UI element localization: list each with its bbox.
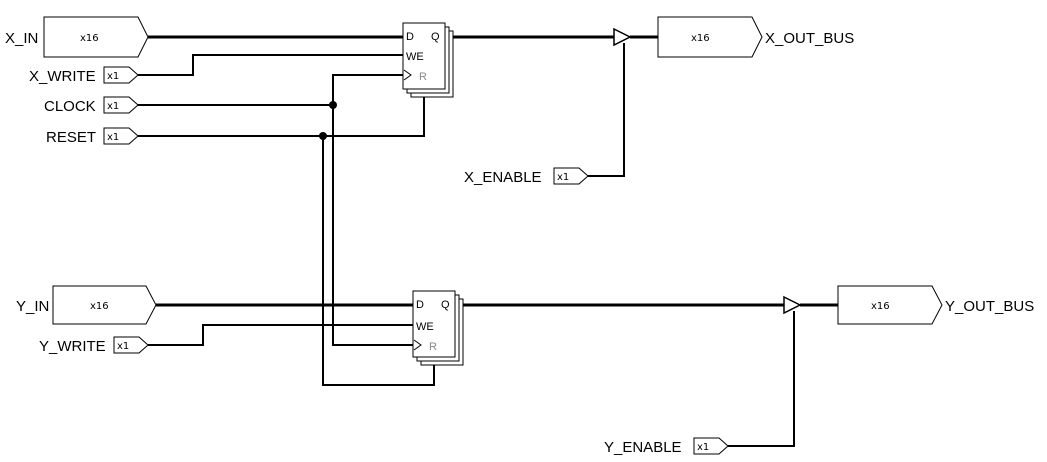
y-out-bus-port-shape [837, 285, 943, 325]
y-write-pin[interactable]: Y_WRITE x1 [39, 336, 149, 355]
y-write-label: Y_WRITE [39, 338, 106, 355]
x-register-body [402, 22, 446, 90]
y-register-we-pin: WE [416, 321, 434, 333]
y-enable-port-shape [693, 437, 729, 455]
y-out-bus-width: x16 [871, 301, 890, 312]
clock-label: CLOCK [44, 98, 96, 115]
x-out-bus-pin[interactable]: x16 X_OUT_BUS [657, 16, 854, 58]
clock-pin[interactable]: CLOCK x1 [44, 96, 139, 115]
y-out-bus-label: Y_OUT_BUS [945, 298, 1034, 315]
y-enable-wire [728, 311, 795, 447]
x-out-bus-width: x16 [691, 33, 710, 44]
clock-wire-x [138, 74, 403, 106]
x-in-pin[interactable]: X_IN x16 [5, 16, 149, 58]
y-in-label: Y_IN [16, 298, 49, 315]
wires [138, 35, 838, 447]
x-register-d-pin: D [406, 31, 414, 43]
x-register-clock-triangle [403, 69, 412, 81]
y-register-clock-triangle [413, 339, 422, 351]
y-register-q-pin: Q [441, 299, 450, 311]
y-write-width: x1 [117, 341, 129, 352]
reset-junction-dot [319, 132, 327, 140]
y-out-bus-pin[interactable]: x16 Y_OUT_BUS [837, 285, 1034, 325]
reset-port-shape [103, 127, 139, 145]
x-enable-pin[interactable]: X_ENABLE x1 [464, 167, 589, 186]
y-write-port-shape [113, 336, 149, 354]
x-tristate-buffer[interactable] [613, 27, 632, 47]
y-in-pin[interactable]: Y_IN x16 [16, 285, 157, 325]
x-write-pin[interactable]: X_WRITE x1 [29, 66, 139, 85]
clock-port-shape [103, 96, 139, 114]
y-tristate-buffer[interactable] [783, 295, 802, 315]
x-register-q-pin: Q [431, 31, 440, 43]
x-write-width: x1 [107, 71, 119, 82]
x-write-label: X_WRITE [29, 68, 96, 85]
y-register-r-pin: R [429, 341, 437, 353]
x-write-wire [138, 54, 403, 76]
y-enable-pin[interactable]: Y_ENABLE x1 [604, 437, 729, 456]
x-enable-wire [588, 43, 625, 177]
y-enable-width: x1 [697, 442, 709, 453]
reset-label: RESET [46, 129, 96, 146]
x-enable-width: x1 [557, 172, 569, 183]
y-in-width: x16 [90, 301, 109, 312]
clock-wire-y [332, 105, 413, 346]
y-write-wire [148, 324, 413, 346]
y-register[interactable]: D Q WE R [412, 290, 464, 366]
x-register-we-pin: WE [406, 51, 424, 63]
clock-width: x1 [107, 101, 119, 112]
x-in-label: X_IN [5, 30, 38, 47]
x-enable-port-shape [553, 167, 589, 185]
x-register-r-pin: R [419, 71, 427, 83]
reset-wire-y [322, 136, 435, 386]
y-enable-label: Y_ENABLE [604, 439, 682, 456]
x-enable-label: X_ENABLE [464, 169, 542, 186]
reset-width: x1 [107, 132, 119, 143]
x-in-port-shape [43, 16, 149, 58]
reset-pin[interactable]: RESET x1 [46, 127, 139, 146]
x-out-bus-label: X_OUT_BUS [765, 30, 854, 47]
x-register[interactable]: D Q WE R [402, 22, 454, 98]
y-register-d-pin: D [416, 299, 424, 311]
y-in-port-shape [52, 285, 157, 325]
reset-wire-x [138, 95, 425, 137]
x-out-bus-port-shape [657, 16, 763, 58]
x-write-port-shape [103, 66, 139, 84]
clock-junction-dot [329, 101, 337, 109]
x-in-width: x16 [80, 33, 99, 44]
